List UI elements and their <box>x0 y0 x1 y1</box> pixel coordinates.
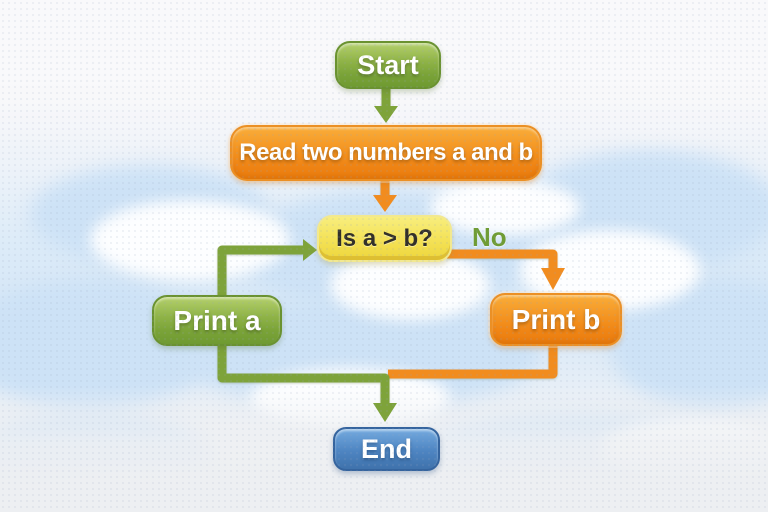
arrowhead-right-icon <box>303 239 317 261</box>
edge-printa-loop-line <box>217 245 390 406</box>
edge-decision-printb-line <box>447 249 558 271</box>
node-start: Start <box>335 41 441 89</box>
node-end: End <box>333 427 440 471</box>
edge-label-no: No <box>472 222 507 252</box>
arrowhead-down-icon <box>373 195 397 212</box>
edge-printb-end-line <box>388 340 558 379</box>
arrowhead-down-icon <box>374 106 398 123</box>
node-read-input: Read two numbers a and b <box>230 125 542 181</box>
arrowhead-down-icon <box>541 268 565 290</box>
node-decision: Is a > b? <box>317 215 452 262</box>
node-print-b: Print b <box>490 293 622 346</box>
node-print-a: Print a <box>152 295 282 346</box>
arrowhead-down-icon <box>373 403 397 422</box>
